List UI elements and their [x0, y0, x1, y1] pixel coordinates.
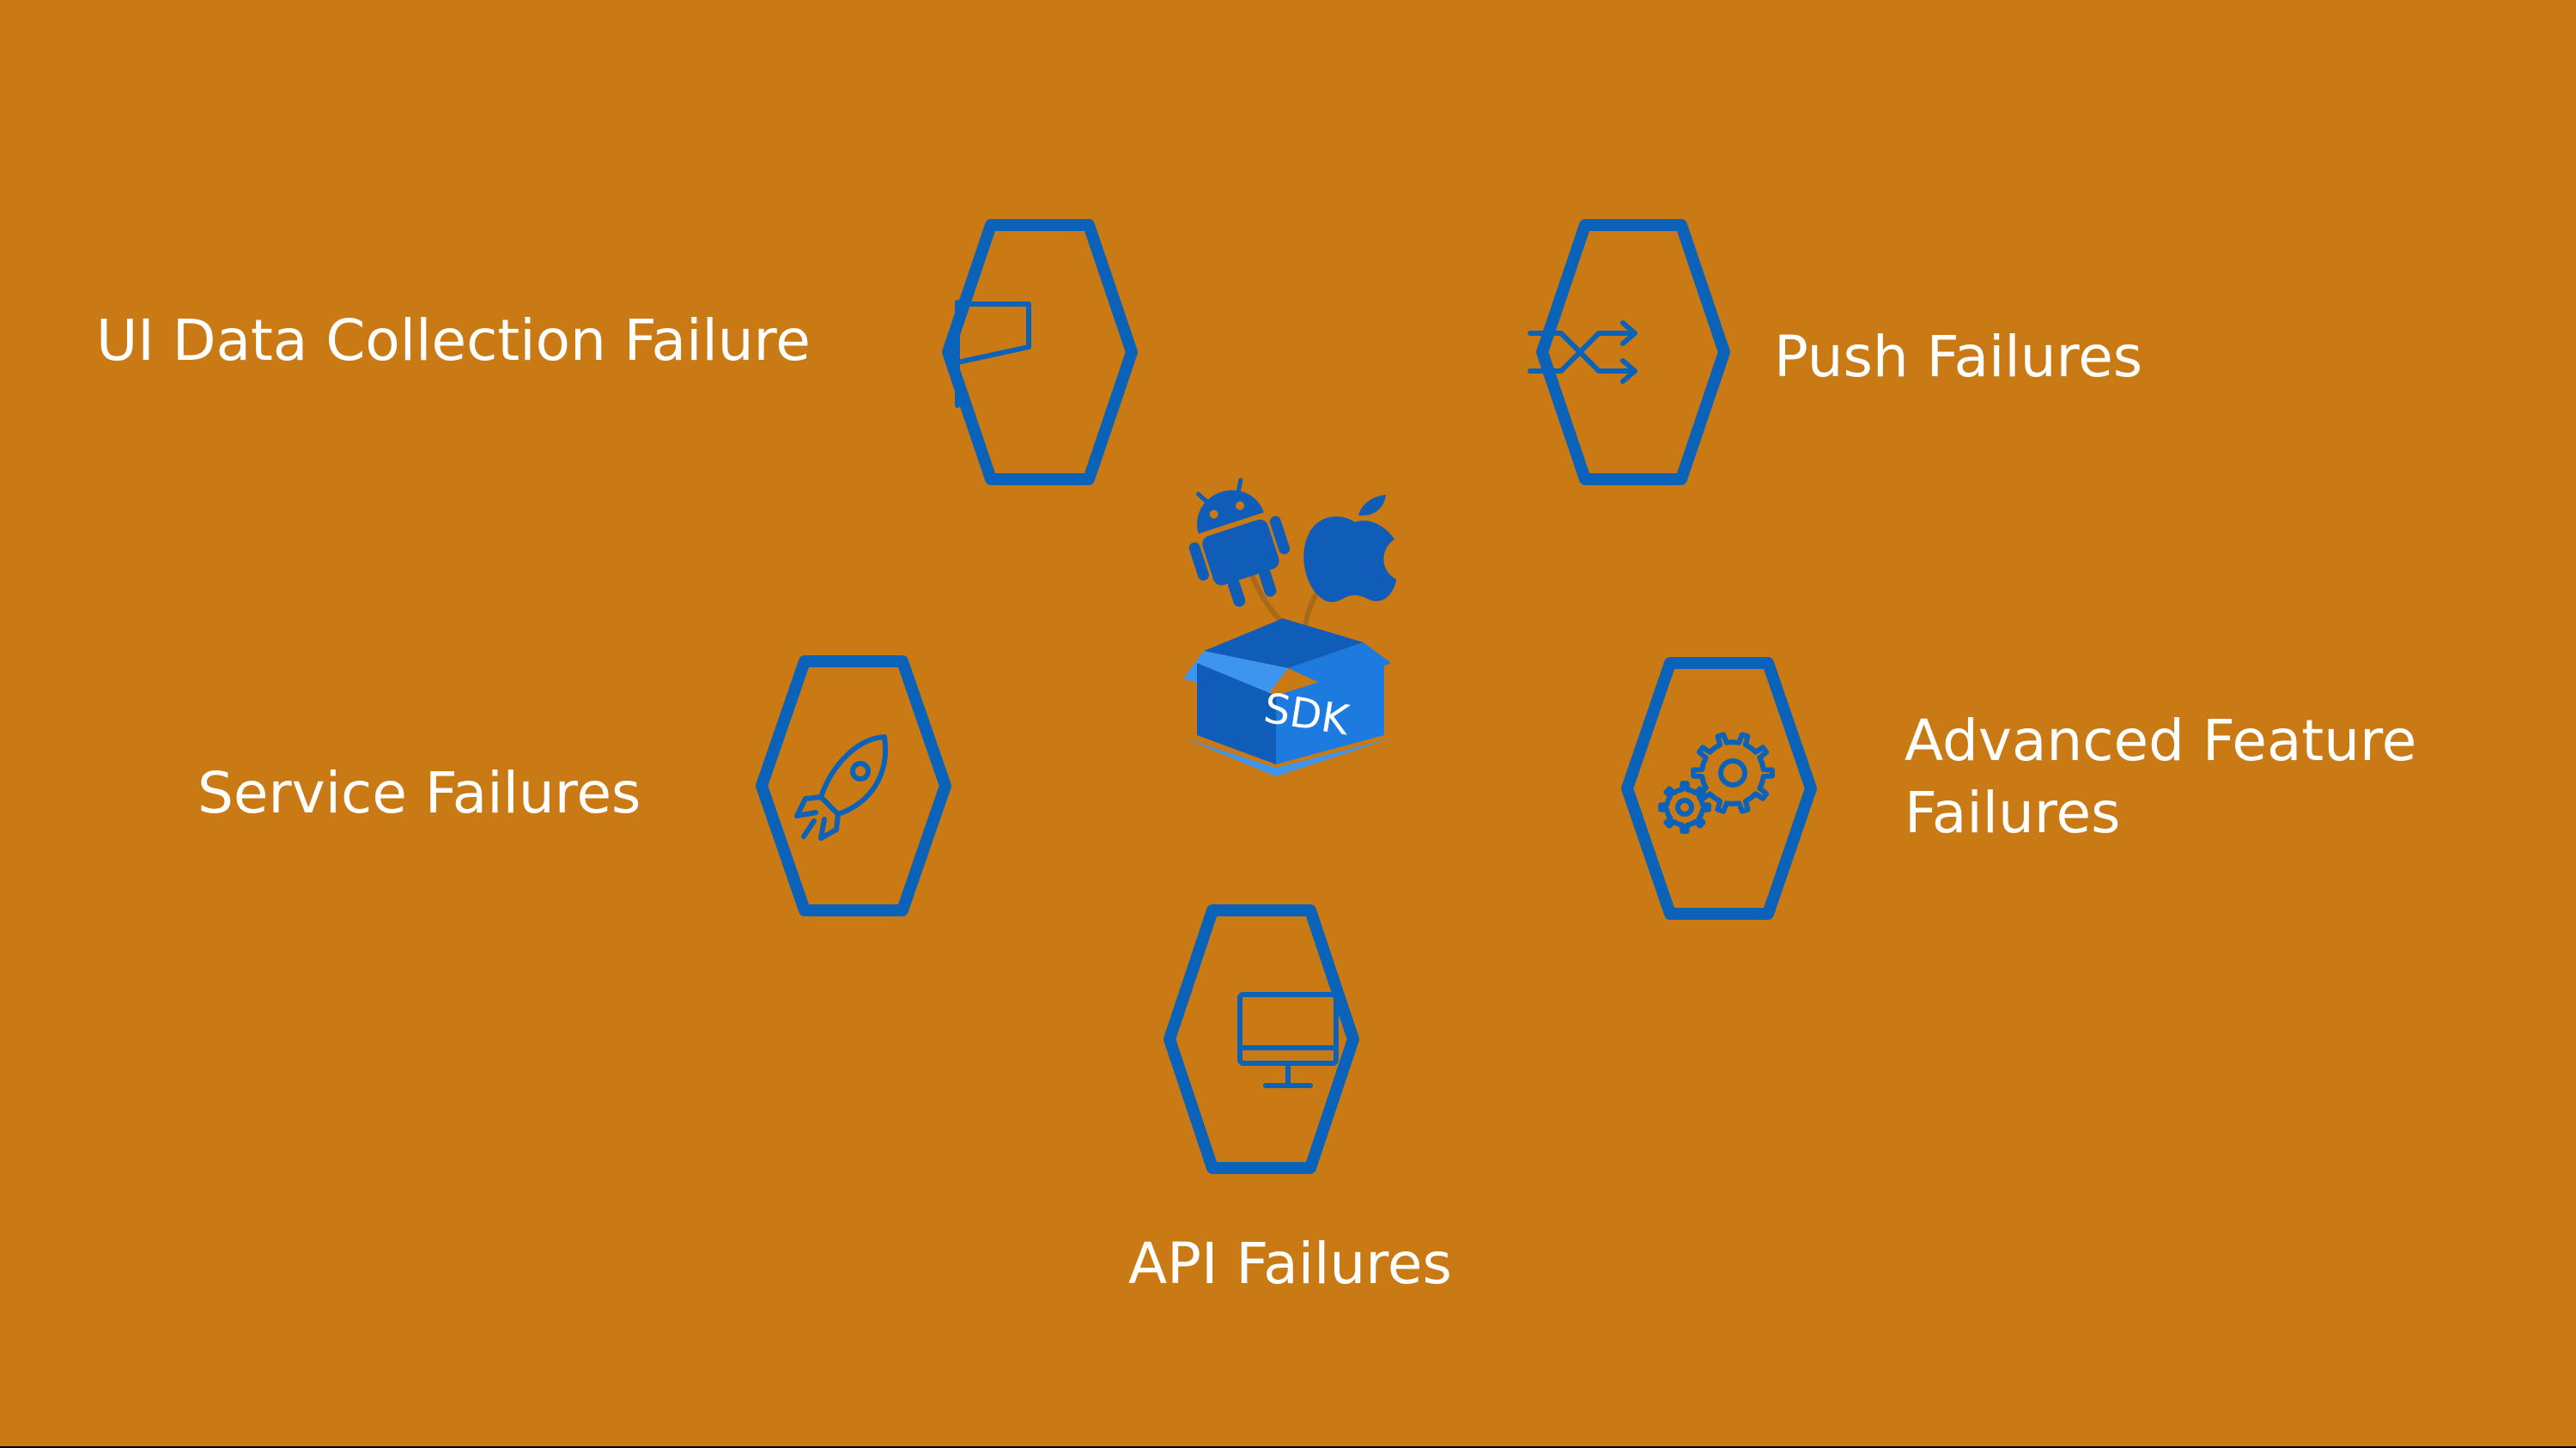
- monitor-icon: [1237, 992, 1339, 1088]
- sdk-illustration: SDK: [1183, 478, 1396, 776]
- rocket-icon: [794, 734, 888, 841]
- node-api: [1163, 904, 1359, 1174]
- label-service: Service Failures: [197, 760, 641, 826]
- hexagon-ui-data-collection: [942, 219, 1138, 485]
- hexagon-advanced-feature: [1621, 657, 1817, 920]
- flag-icon: [955, 300, 1031, 408]
- label-ui-data-collection: UI Data Collection Failure: [96, 307, 811, 374]
- node-ui-data-collection: [942, 219, 1138, 485]
- label-api: API Failures: [1128, 1231, 1452, 1297]
- node-advanced-feature: [1621, 657, 1817, 920]
- node-push: [1528, 219, 1730, 485]
- open-box-icon: SDK: [1183, 618, 1391, 776]
- hexagon-push: [1536, 219, 1730, 485]
- apple-icon: [1303, 495, 1396, 602]
- node-service: [756, 655, 951, 916]
- hexagon-api: [1163, 904, 1359, 1174]
- label-push: Push Failures: [1774, 324, 2143, 390]
- label-advanced-feature-line2: Failures: [1905, 780, 2121, 846]
- shuffle-icon: [1528, 320, 1637, 384]
- android-icon: [1188, 478, 1291, 607]
- label-advanced-feature-line1: Advanced Feature: [1905, 708, 2417, 774]
- gears-icon: [1658, 732, 1775, 834]
- hexagon-service: [756, 655, 951, 916]
